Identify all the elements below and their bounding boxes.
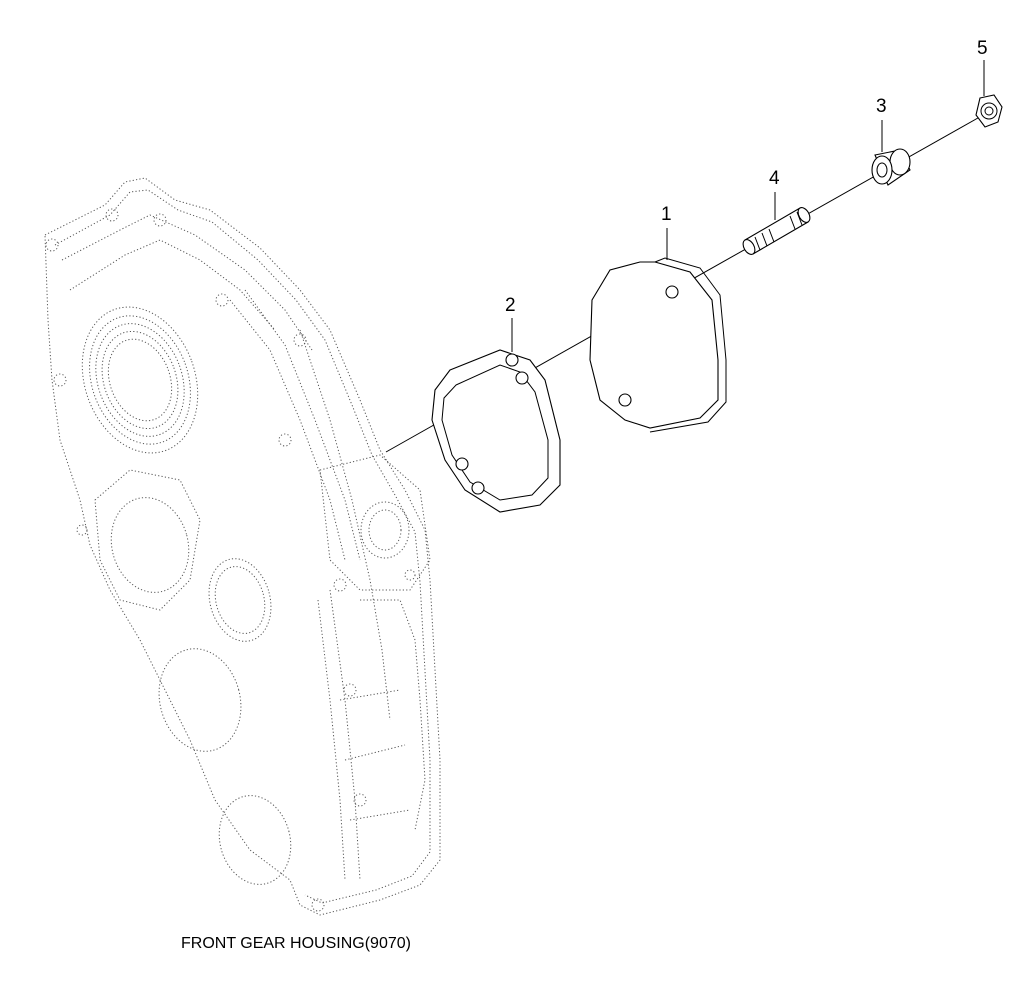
front-gear-housing xyxy=(44,177,441,916)
diagram-caption: FRONT GEAR HOUSING(9070) xyxy=(181,935,411,952)
part-1-cover xyxy=(589,257,727,433)
callout-3: 3 xyxy=(876,96,887,117)
callout-4: 4 xyxy=(769,168,780,189)
leader-lines xyxy=(511,60,985,352)
callout-1: 1 xyxy=(661,204,672,225)
part-2-gasket xyxy=(431,349,561,513)
part-5-nut xyxy=(975,94,1003,128)
part-3-spacer xyxy=(871,148,911,186)
callout-2: 2 xyxy=(505,295,516,316)
part-4-stud xyxy=(742,207,811,255)
callout-5: 5 xyxy=(977,38,988,59)
